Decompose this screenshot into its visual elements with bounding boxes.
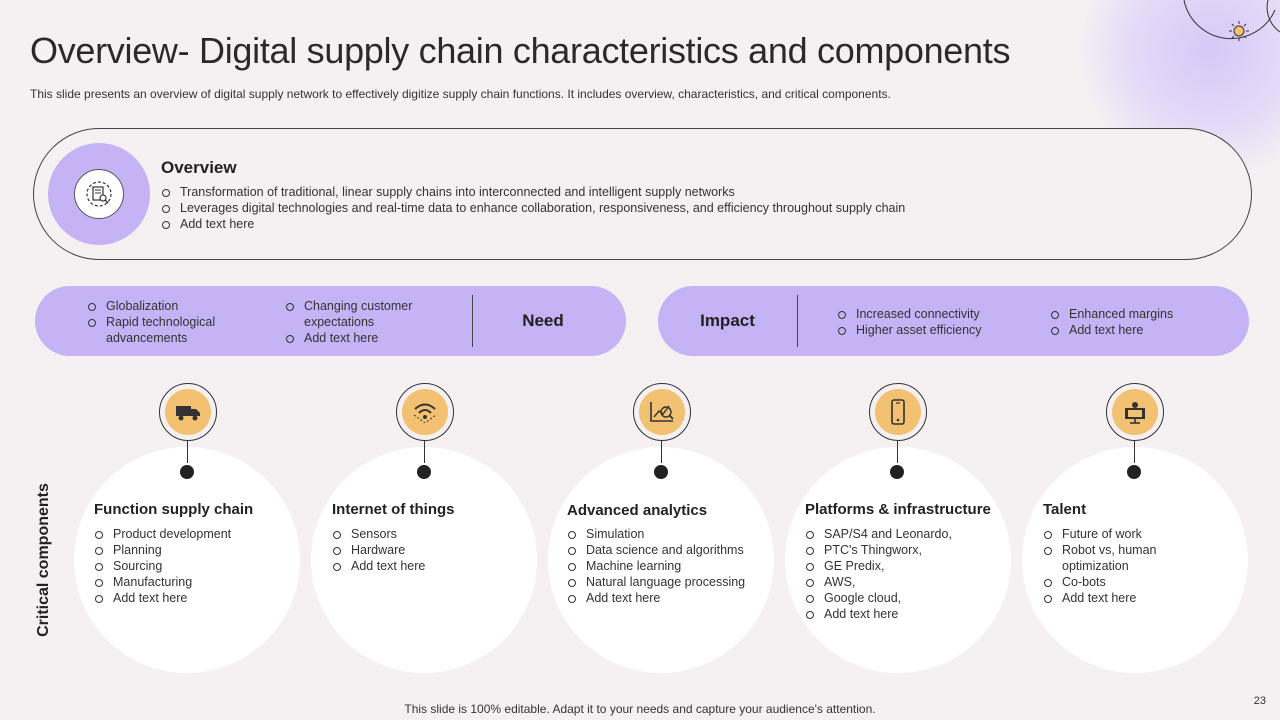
need-item: Globalization [87, 298, 267, 314]
component-dot [180, 465, 194, 479]
component-list: Simulation Data science and algorithms M… [567, 526, 767, 606]
critical-components-label: Critical components [35, 483, 52, 637]
component-title: Function supply chain [94, 501, 254, 518]
component-item: Add text here [332, 558, 522, 574]
component-item: Sensors [332, 526, 522, 542]
sun-decoration-icon [1183, 0, 1280, 41]
page-number: 23 [1253, 695, 1266, 707]
component-item: AWS, [805, 574, 995, 590]
component-title: Advanced analytics [567, 502, 708, 519]
impact-panel: Impact Increased connectivity Higher ass… [658, 286, 1249, 356]
overview-item: Transformation of traditional, linear su… [161, 184, 905, 200]
overview-panel: Overview Transformation of traditional, … [33, 128, 1252, 260]
component-item: Co-bots [1043, 574, 1193, 590]
impact-divider [797, 295, 798, 347]
component-card [785, 447, 1011, 673]
component-icon-ring [869, 383, 927, 441]
component-item: Add text here [1043, 590, 1193, 606]
component-title: Platforms & infrastructure [805, 501, 991, 518]
overview-item: Add text here [161, 216, 905, 232]
component-stem [661, 441, 662, 463]
component-title: Internet of things [332, 501, 455, 518]
impact-item: Enhanced margins [1050, 306, 1230, 322]
footer-note: This slide is 100% editable. Adapt it to… [404, 702, 876, 716]
component-item: Sourcing [94, 558, 284, 574]
component-icon-ring [633, 383, 691, 441]
component-list: Sensors Hardware Add text here [332, 526, 522, 574]
overview-item: Leverages digital technologies and real-… [161, 200, 905, 216]
component-list: Future of work Robot vs, human optimizat… [1043, 526, 1193, 606]
component-item: Add text here [94, 590, 284, 606]
component-card [548, 447, 774, 673]
component-item: Data science and algorithms [567, 542, 767, 558]
component-stem [897, 441, 898, 463]
analytics-icon [639, 389, 685, 435]
component-item: GE Predix, [805, 558, 995, 574]
need-list-right: Changing customer expectations Add text … [285, 298, 465, 346]
component-dot [417, 465, 431, 479]
component-item: Manufacturing [94, 574, 284, 590]
component-item: Add text here [567, 590, 767, 606]
mobile-phone-icon [875, 389, 921, 435]
impact-item: Higher asset efficiency [837, 322, 1027, 338]
component-item: Product development [94, 526, 284, 542]
presenter-icon [1112, 389, 1158, 435]
component-icon-ring [159, 383, 217, 441]
component-card [1022, 447, 1248, 673]
component-icon-ring [1106, 383, 1164, 441]
component-item: SAP/S4 and Leonardo, [805, 526, 995, 542]
component-card [311, 447, 537, 673]
impact-item: Increased connectivity [837, 306, 1027, 322]
component-item: Google cloud, [805, 590, 995, 606]
impact-item: Add text here [1050, 322, 1230, 338]
component-stem [424, 441, 425, 463]
component-item: PTC's Thingworx, [805, 542, 995, 558]
need-panel: Globalization Rapid technological advanc… [35, 286, 626, 356]
component-item: Simulation [567, 526, 767, 542]
component-stem [187, 441, 188, 463]
page-title: Overview- Digital supply chain character… [30, 30, 1011, 71]
need-item: Add text here [285, 330, 465, 346]
overview-heading: Overview [161, 158, 237, 177]
overview-icon-circle [48, 143, 150, 245]
component-stem [1134, 441, 1135, 463]
impact-list-left: Increased connectivity Higher asset effi… [837, 306, 1027, 338]
need-item: Rapid technological advancements [87, 314, 267, 346]
truck-icon [165, 389, 211, 435]
overview-list: Transformation of traditional, linear su… [161, 184, 905, 232]
component-item: Hardware [332, 542, 522, 558]
component-dot [890, 465, 904, 479]
component-item: Planning [94, 542, 284, 558]
component-list: Product development Planning Sourcing Ma… [94, 526, 284, 606]
impact-label: Impact [700, 311, 755, 330]
component-item: Future of work [1043, 526, 1193, 542]
component-icon-ring [396, 383, 454, 441]
need-list-left: Globalization Rapid technological advanc… [87, 298, 267, 346]
component-dot [654, 465, 668, 479]
document-search-icon [74, 169, 124, 219]
component-item: Natural language processing [567, 574, 767, 590]
component-list: SAP/S4 and Leonardo, PTC's Thingworx, GE… [805, 526, 995, 622]
need-label: Need [522, 311, 564, 330]
need-item: Changing customer expectations [285, 298, 465, 330]
component-card [74, 447, 300, 673]
need-divider [472, 295, 473, 347]
wifi-icon [402, 389, 448, 435]
page-subtitle: This slide presents an overview of digit… [30, 87, 891, 101]
component-title: Talent [1043, 501, 1087, 518]
component-item: Robot vs, human optimization [1043, 542, 1193, 574]
component-dot [1127, 465, 1141, 479]
impact-list-right: Enhanced margins Add text here [1050, 306, 1230, 338]
component-item: Add text here [805, 606, 995, 622]
component-item: Machine learning [567, 558, 767, 574]
